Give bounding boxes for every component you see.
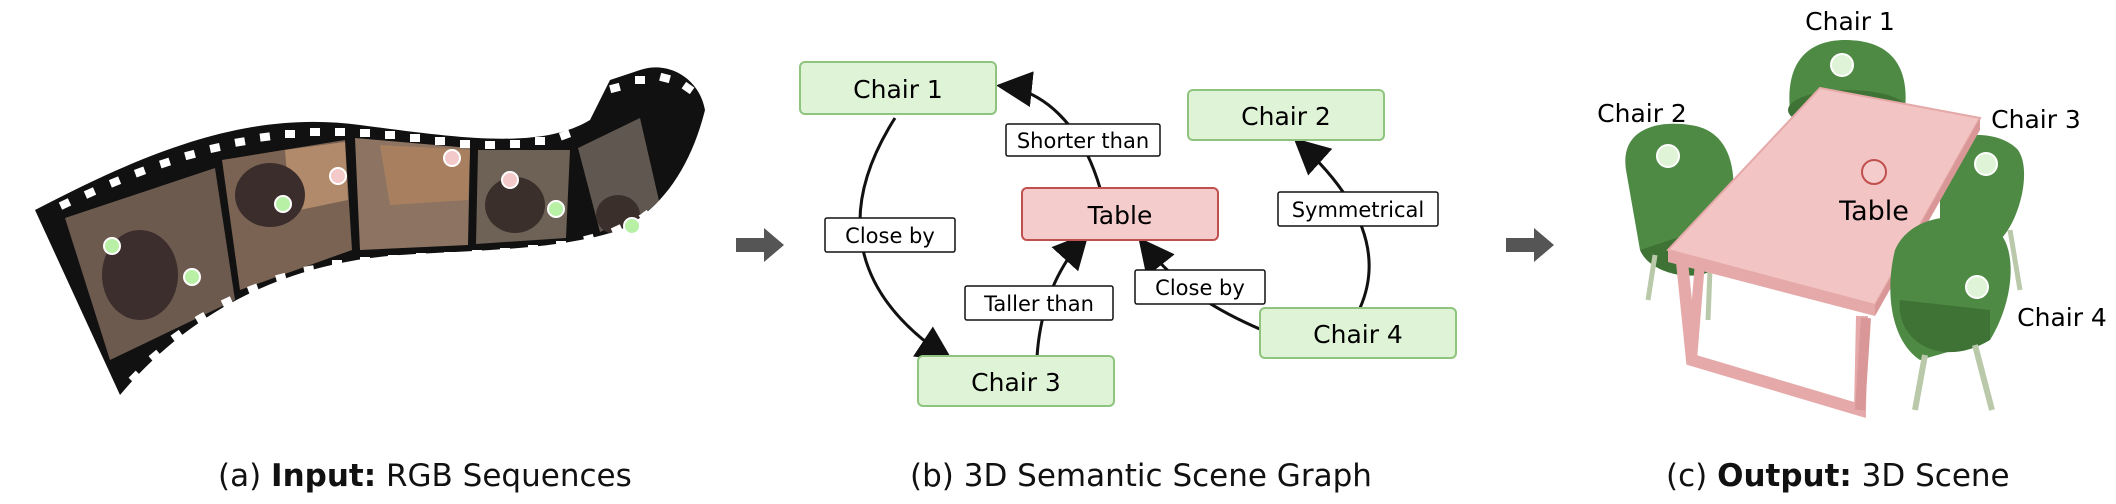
caption-rest: 3D Scene bbox=[1851, 458, 2010, 494]
node-table[interactable]: Table bbox=[1021, 187, 1219, 241]
node-label: Chair 2 bbox=[1241, 102, 1331, 131]
scene-label-chair3: Chair 3 bbox=[1991, 105, 2081, 134]
edge-label-symmetrical: Symmetrical bbox=[1277, 191, 1439, 227]
table-marker bbox=[501, 171, 519, 189]
chair-4-marker bbox=[1965, 275, 1989, 299]
scene-label-chair2: Chair 2 bbox=[1597, 99, 1687, 128]
edge-label-text: Close by bbox=[845, 224, 935, 248]
photo-chair bbox=[102, 230, 178, 320]
scene-label-chair4: Chair 4 bbox=[2017, 303, 2107, 332]
node-chair2[interactable]: Chair 2 bbox=[1187, 89, 1385, 141]
table-marker bbox=[329, 167, 347, 185]
chair-marker bbox=[547, 200, 565, 218]
edge-label-close-by-2: Close by bbox=[1134, 269, 1266, 305]
flow-arrow-icon bbox=[1506, 228, 1554, 262]
scene-graph: Chair 1 Chair 2 Table Chair 3 Chair 4 Cl… bbox=[799, 61, 1457, 407]
caption-output: (c) Output: 3D Scene bbox=[1666, 458, 2010, 494]
node-label: Chair 3 bbox=[971, 368, 1061, 397]
sprocket-holes-bottom bbox=[128, 167, 696, 384]
edge-table-chair1 bbox=[996, 71, 1102, 189]
chair-1-marker bbox=[1830, 53, 1854, 77]
edge-label-text: Close by bbox=[1155, 276, 1245, 300]
node-label: Chair 4 bbox=[1313, 320, 1403, 349]
node-chair1[interactable]: Chair 1 bbox=[799, 61, 997, 115]
sprocket-holes-top bbox=[58, 72, 695, 210]
table-marker bbox=[1861, 159, 1887, 185]
edge-label-close-by-1: Close by bbox=[824, 217, 956, 253]
caption-rest: RGB Sequences bbox=[376, 458, 632, 494]
edge-chair1-chair3 bbox=[858, 117, 954, 362]
scene-label-table: Table bbox=[1838, 196, 1909, 227]
panel-scene-graph: Chair 1 Chair 2 Table Chair 3 Chair 4 Cl… bbox=[790, 0, 1490, 504]
edge-label-text: Taller than bbox=[983, 292, 1094, 316]
table-marker bbox=[443, 149, 461, 167]
chair-marker bbox=[103, 237, 121, 255]
panel-output: Chair 1 Chair 2 Chair 3 Chair 4 Table (c… bbox=[1560, 0, 2116, 504]
scene-label-chair1: Chair 1 bbox=[1805, 7, 1895, 36]
flow-arrow-icon bbox=[736, 228, 784, 262]
chair-marker bbox=[274, 195, 292, 213]
scene-3d: Chair 1 Chair 2 Chair 3 Chair 4 Table bbox=[1597, 7, 2107, 418]
caption-rest: 3D Semantic Scene Graph bbox=[963, 458, 1372, 494]
photo-chair bbox=[485, 177, 545, 233]
chair-3-marker bbox=[1974, 152, 1998, 176]
node-label: Chair 1 bbox=[853, 75, 943, 104]
caption-bold: Input: bbox=[271, 458, 377, 494]
panel-input: (a) Input: RGB Sequences bbox=[0, 0, 720, 504]
photo-frame-5 bbox=[578, 118, 660, 232]
caption-prefix: (a) bbox=[218, 458, 272, 494]
caption-scene-graph: (b) 3D Semantic Scene Graph bbox=[910, 458, 1372, 494]
film-strip bbox=[35, 67, 705, 395]
caption-prefix: (c) bbox=[1666, 458, 1718, 494]
node-label: Table bbox=[1087, 201, 1153, 230]
edge-label-shorter-than: Shorter than bbox=[1005, 123, 1161, 157]
node-chair4[interactable]: Chair 4 bbox=[1259, 307, 1457, 359]
edge-label-taller-than: Taller than bbox=[964, 285, 1114, 321]
chair-2-marker bbox=[1656, 144, 1680, 168]
edge-label-text: Shorter than bbox=[1017, 129, 1149, 153]
chair-marker bbox=[183, 268, 201, 286]
chair-4-model bbox=[1890, 217, 2011, 411]
caption-bold: Output: bbox=[1717, 458, 1852, 494]
photo-chair bbox=[235, 163, 305, 227]
node-chair3[interactable]: Chair 3 bbox=[917, 355, 1115, 407]
caption-prefix: (b) bbox=[910, 458, 964, 494]
edge-label-text: Symmetrical bbox=[1292, 198, 1425, 222]
caption-input: (a) Input: RGB Sequences bbox=[218, 458, 632, 494]
chair-marker bbox=[623, 217, 641, 235]
